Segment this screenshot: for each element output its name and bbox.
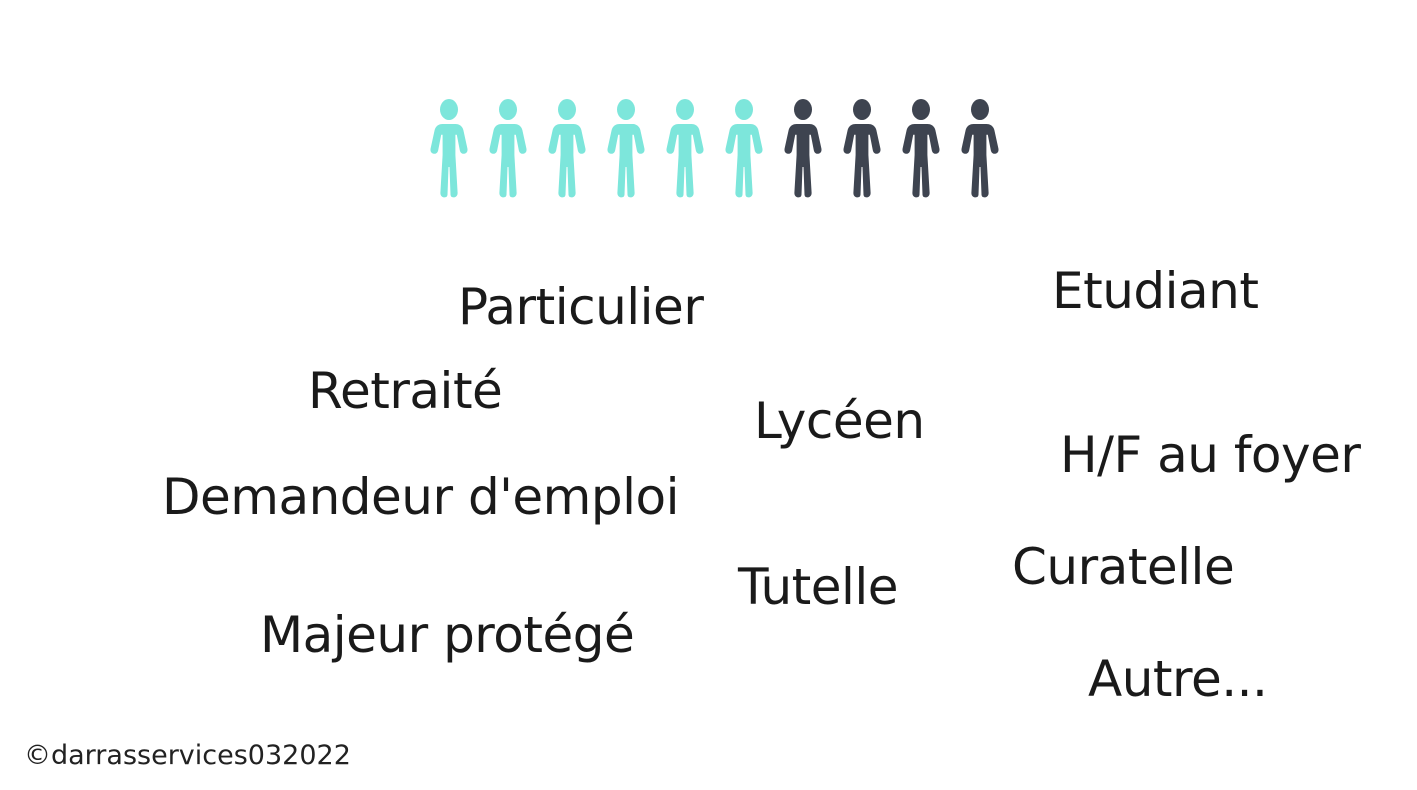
person-icon	[607, 99, 645, 198]
person-icon	[843, 99, 881, 198]
label-retraite: Retraité	[308, 362, 503, 420]
person-icon	[902, 99, 940, 198]
person-icon	[725, 99, 763, 198]
person-icon	[489, 99, 527, 198]
label-tutelle: Tutelle	[738, 558, 899, 616]
person-icon	[430, 99, 468, 198]
label-autre: Autre...	[1088, 650, 1268, 708]
label-majeur-protege: Majeur protégé	[260, 606, 635, 664]
pictograph-row	[425, 95, 1004, 199]
person-icon	[666, 99, 704, 198]
person-icon	[961, 99, 999, 198]
person-icon	[548, 99, 586, 198]
label-etudiant: Etudiant	[1052, 262, 1259, 320]
watermark-text: ©darrasservices032022	[24, 740, 351, 771]
person-icon	[784, 99, 822, 198]
label-curatelle: Curatelle	[1012, 538, 1235, 596]
label-lyceen: Lycéen	[754, 392, 925, 450]
label-hf-au-foyer: H/F au foyer	[1060, 426, 1361, 484]
label-particulier: Particulier	[458, 278, 704, 336]
label-demandeur-emploi: Demandeur d'emploi	[162, 468, 680, 526]
